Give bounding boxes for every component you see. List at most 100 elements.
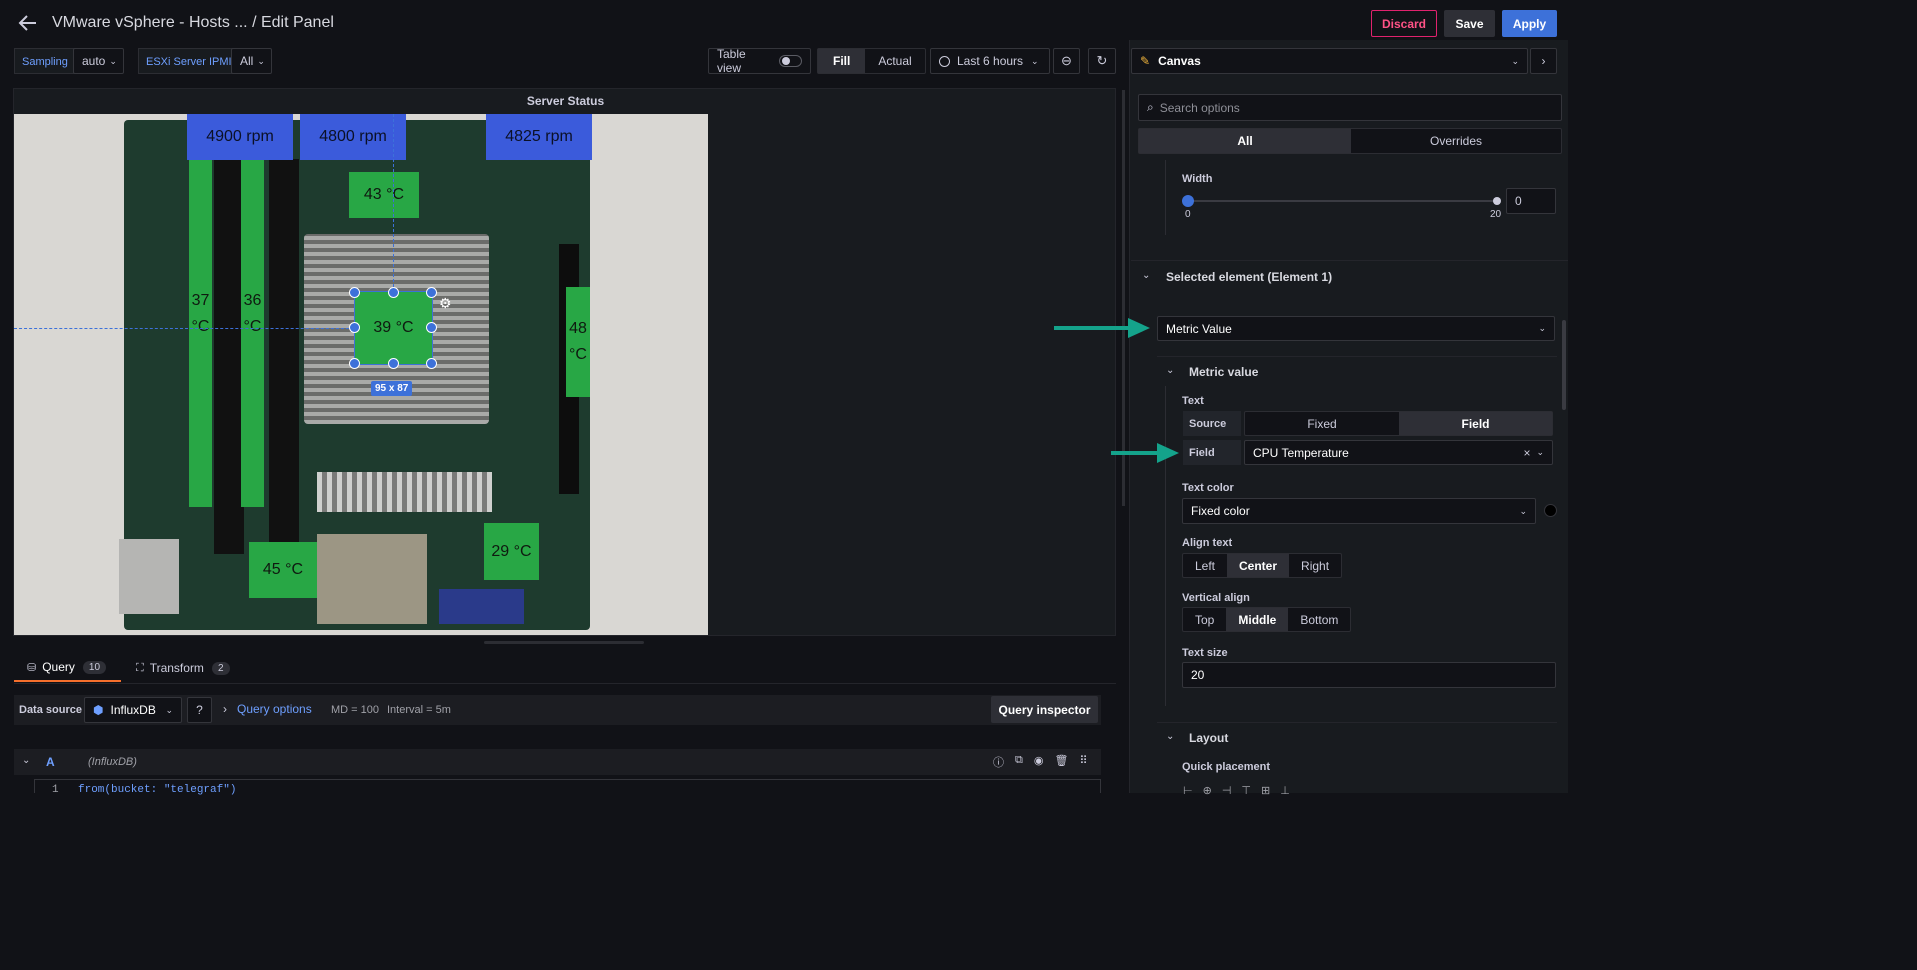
horizontal-splitter[interactable] (484, 641, 644, 644)
options-tabs: All Overrides (1138, 128, 1562, 154)
trash-icon[interactable]: 🗑 (1054, 755, 1069, 767)
resize-handle[interactable] (426, 322, 437, 333)
resize-handle[interactable] (426, 358, 437, 369)
color-swatch[interactable] (1544, 504, 1557, 517)
drag-handle-icon[interactable]: ⠿ (1079, 755, 1088, 767)
chevron-down-icon[interactable]: ⌄ (1166, 365, 1175, 376)
help-icon[interactable]: ⓘ (993, 757, 1004, 769)
valign-middle[interactable]: Middle (1226, 608, 1289, 631)
align-middle-icon[interactable]: ⊞ (1261, 785, 1271, 797)
refresh-icon: ↻ (1096, 53, 1108, 68)
width-slider-end (1493, 197, 1501, 205)
align-top-icon[interactable]: ⊤ (1241, 785, 1251, 797)
source-field[interactable]: Field (1399, 412, 1552, 435)
query-options-toggle[interactable]: › Query options (223, 702, 312, 716)
temp-bottom-right[interactable]: 29 °C (484, 523, 539, 580)
chevron-right-icon: › (1541, 54, 1546, 68)
tab-overrides[interactable]: Overrides (1429, 134, 1482, 148)
text-size-label: Text size (1182, 647, 1228, 659)
valign-bottom[interactable]: Bottom (1300, 612, 1339, 627)
text-size-input[interactable]: 20 (1182, 662, 1556, 688)
resize-handle[interactable] (388, 287, 399, 298)
sampling-select[interactable]: auto⌄ (73, 48, 124, 74)
align-left-icon[interactable]: ⊢ (1183, 785, 1193, 797)
layout-header[interactable]: Layout (1189, 731, 1229, 745)
fill-actual-toggle[interactable]: Fill Actual (817, 48, 926, 74)
search-options-input[interactable]: ⌕ Search options (1138, 94, 1562, 121)
apply-button[interactable]: Apply (1502, 10, 1557, 37)
fan-speed-1[interactable]: 4900 rpm (187, 114, 293, 160)
toggle-switch[interactable] (778, 55, 802, 67)
temp-bottom-left[interactable]: 45 °C (249, 542, 317, 598)
fan-speed-2[interactable]: 4800 rpm (300, 114, 406, 160)
chip-heatsink (317, 472, 492, 512)
valign-top[interactable]: Top (1195, 612, 1215, 627)
fan-speed-3[interactable]: 4825 rpm (486, 114, 592, 160)
tab-transform[interactable]: ⛶ Transform 2 (130, 654, 230, 682)
align-right-icon[interactable]: ⊣ (1221, 785, 1232, 797)
selected-element-header[interactable]: Selected element (Element 1) (1166, 270, 1333, 284)
datasource-picker[interactable]: ⬢ InfluxDB ⌄ (84, 697, 182, 723)
options-scrollbar[interactable] (1562, 320, 1566, 410)
esxi-select[interactable]: All⌄ (231, 48, 272, 74)
vertical-splitter[interactable] (1122, 90, 1125, 506)
tab-transform-label: Transform (149, 661, 204, 675)
vga-port (439, 589, 524, 624)
temp-dimm-2[interactable]: 36 °C (241, 160, 264, 507)
text-label: Text (1182, 395, 1204, 407)
discard-button[interactable]: Discard (1371, 10, 1437, 37)
copy-icon[interactable]: ⧉ (1015, 754, 1023, 766)
datasource-help-button[interactable]: ? (187, 697, 212, 723)
esxi-label: ESXi Server IPMI (138, 48, 240, 74)
width-slider-track[interactable] (1187, 200, 1497, 202)
code-editor[interactable] (34, 779, 1101, 793)
metric-value-header[interactable]: Metric value (1189, 365, 1259, 379)
refresh-button[interactable]: ↻ (1088, 48, 1116, 74)
quick-placement-label: Quick placement (1182, 761, 1271, 773)
align-center[interactable]: Center (1227, 554, 1290, 577)
clear-icon[interactable]: × (1523, 445, 1531, 460)
element-type-select[interactable]: Metric Value ⌄ (1157, 316, 1555, 341)
query-inspector-button[interactable]: Query inspector (991, 696, 1098, 723)
temp-top[interactable]: 43 °C (349, 172, 419, 218)
temp-right[interactable]: 48 °C (566, 287, 590, 397)
rotate-gear-icon[interactable]: ⚙ (439, 295, 452, 311)
width-slider-thumb[interactable] (1182, 195, 1194, 207)
query-row-actions: ⓘ ⧉ ◉ 🗑 ⠿ (993, 754, 1088, 770)
eye-icon[interactable]: ◉ (1033, 755, 1044, 767)
align-left[interactable]: Left (1195, 558, 1216, 573)
help-icon: ? (196, 703, 203, 717)
resize-handle[interactable] (426, 287, 437, 298)
resize-handle[interactable] (349, 322, 360, 333)
source-fixed[interactable]: Fixed (1307, 416, 1337, 431)
resize-handle[interactable] (349, 287, 360, 298)
back-arrow-icon[interactable] (17, 12, 39, 34)
chevron-down-icon[interactable]: ⌄ (1166, 731, 1175, 742)
temp-dimm-1[interactable]: 37 °C (189, 160, 212, 507)
visualization-picker[interactable]: ✎ Canvas ⌄ (1131, 48, 1528, 74)
time-range-picker[interactable]: Last 6 hours ⌄ (930, 48, 1050, 74)
width-input[interactable]: 0 (1506, 188, 1556, 214)
field-label: Field (1183, 440, 1241, 465)
chevron-down-icon[interactable]: ⌄ (1142, 270, 1151, 281)
align-bottom-icon[interactable]: ⊥ (1280, 785, 1290, 797)
zoom-out-button[interactable]: ⊖ (1053, 48, 1080, 74)
collapse-pane-button[interactable]: › (1530, 48, 1557, 74)
align-right[interactable]: Right (1301, 558, 1330, 573)
temp-cpu-selected[interactable]: 39 °C (354, 291, 433, 365)
fill-option[interactable]: Fill (818, 49, 866, 73)
align-center-icon[interactable]: ⊕ (1202, 785, 1212, 797)
resize-handle[interactable] (388, 358, 399, 369)
tab-all[interactable]: All (1139, 129, 1351, 153)
text-color-value: Fixed color (1191, 504, 1250, 518)
save-button[interactable]: Save (1444, 10, 1495, 37)
clock-icon (939, 55, 950, 67)
page-title: VMware vSphere - Hosts ... / Edit Panel (52, 14, 334, 31)
tab-query[interactable]: ⛁ Query 10 (14, 654, 121, 682)
actual-option[interactable]: Actual (878, 54, 912, 68)
table-view-toggle[interactable]: Table view (708, 47, 811, 75)
collapse-chevron-icon[interactable]: ⌄ (22, 755, 31, 766)
resize-handle[interactable] (349, 358, 360, 369)
text-color-select[interactable]: Fixed color ⌄ (1182, 498, 1536, 524)
field-select[interactable]: CPU Temperature × ⌄ (1244, 440, 1553, 465)
